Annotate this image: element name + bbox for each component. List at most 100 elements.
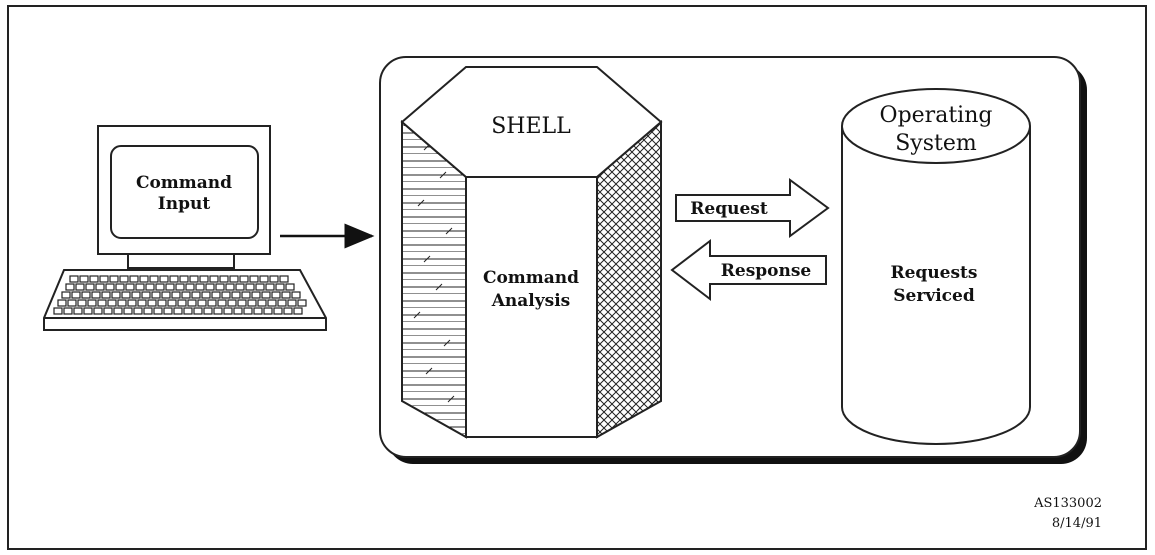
response-label: Response bbox=[721, 261, 812, 281]
keyboard-key bbox=[122, 292, 130, 298]
computer-terminal: Command Input bbox=[44, 126, 326, 330]
keyboard-key bbox=[64, 308, 72, 314]
shell-body-line1: Command bbox=[483, 268, 579, 288]
keyboard-key bbox=[254, 308, 262, 314]
keyboard-key bbox=[252, 292, 260, 298]
os-body-line1: Requests bbox=[890, 263, 977, 283]
keyboard-key bbox=[244, 308, 252, 314]
keyboard-key bbox=[118, 300, 126, 306]
shell-body-line2: Analysis bbox=[491, 291, 571, 311]
keyboard-key bbox=[190, 276, 198, 282]
keyboard-key bbox=[248, 300, 256, 306]
keyboard-key bbox=[226, 284, 234, 290]
figure-date: 8/14/91 bbox=[1052, 516, 1102, 531]
request-label: Request bbox=[690, 199, 768, 219]
keyboard-key bbox=[164, 308, 172, 314]
keyboard-key bbox=[94, 308, 102, 314]
keyboard-key bbox=[288, 300, 296, 306]
keyboard-key bbox=[138, 300, 146, 306]
keyboard-key bbox=[272, 292, 280, 298]
keyboard-key bbox=[208, 300, 216, 306]
keyboard-key bbox=[160, 276, 168, 282]
keyboard-key bbox=[242, 292, 250, 298]
keyboard-key bbox=[188, 300, 196, 306]
keyboard-key bbox=[232, 292, 240, 298]
keyboard-key bbox=[120, 276, 128, 282]
terminal-screen-line1: Command bbox=[136, 173, 232, 193]
keyboard-key bbox=[176, 284, 184, 290]
keyboard-key bbox=[212, 292, 220, 298]
keyboard-key bbox=[166, 284, 174, 290]
keyboard-key bbox=[74, 308, 82, 314]
keyboard-key bbox=[168, 300, 176, 306]
keyboard-key bbox=[104, 308, 112, 314]
os-title-line2: System bbox=[895, 131, 977, 156]
keyboard-key bbox=[286, 284, 294, 290]
os-title-line1: Operating bbox=[880, 103, 993, 128]
keyboard-key bbox=[98, 300, 106, 306]
keyboard-key bbox=[236, 284, 244, 290]
keyboard-key bbox=[108, 300, 116, 306]
keyboard-key bbox=[162, 292, 170, 298]
keyboard-key bbox=[66, 284, 74, 290]
keyboard-key bbox=[72, 292, 80, 298]
keyboard-key bbox=[128, 300, 136, 306]
keyboard-key bbox=[192, 292, 200, 298]
os-body-line2: Serviced bbox=[893, 286, 975, 306]
keyboard-key bbox=[214, 308, 222, 314]
keyboard-key bbox=[220, 276, 228, 282]
keyboard-key bbox=[96, 284, 104, 290]
keyboard-key bbox=[266, 284, 274, 290]
keyboard-key bbox=[148, 300, 156, 306]
keyboard bbox=[44, 270, 326, 330]
keyboard-key bbox=[258, 300, 266, 306]
keyboard-key bbox=[294, 308, 302, 314]
keyboard-key bbox=[90, 276, 98, 282]
keyboard-key bbox=[184, 308, 192, 314]
keyboard-key bbox=[88, 300, 96, 306]
keyboard-key bbox=[76, 284, 84, 290]
keyboard-key bbox=[298, 300, 306, 306]
keyboard-key bbox=[78, 300, 86, 306]
keyboard-key bbox=[200, 276, 208, 282]
keyboard-key bbox=[206, 284, 214, 290]
keyboard-key bbox=[152, 292, 160, 298]
keyboard-key bbox=[114, 308, 122, 314]
keyboard-key bbox=[136, 284, 144, 290]
keyboard-key bbox=[262, 292, 270, 298]
keyboard-key bbox=[134, 308, 142, 314]
keyboard-key bbox=[106, 284, 114, 290]
keyboard-key bbox=[216, 284, 224, 290]
keyboard-key bbox=[70, 276, 78, 282]
keyboard-key bbox=[218, 300, 226, 306]
keyboard-key bbox=[228, 300, 236, 306]
keyboard-key bbox=[58, 300, 66, 306]
keyboard-key bbox=[112, 292, 120, 298]
keyboard-key bbox=[132, 292, 140, 298]
keyboard-key bbox=[92, 292, 100, 298]
keyboard-key bbox=[86, 284, 94, 290]
keyboard-key bbox=[82, 292, 90, 298]
keyboard-key bbox=[154, 308, 162, 314]
keyboard-key bbox=[102, 292, 110, 298]
terminal-screen-line2: Input bbox=[158, 194, 211, 214]
keyboard-key bbox=[194, 308, 202, 314]
keyboard-key bbox=[196, 284, 204, 290]
keyboard-key bbox=[240, 276, 248, 282]
keyboard-key bbox=[202, 292, 210, 298]
keyboard-key bbox=[84, 308, 92, 314]
keyboard-key bbox=[256, 284, 264, 290]
shell-prism: SHELL Command Analysis bbox=[402, 67, 661, 437]
keyboard-key bbox=[292, 292, 300, 298]
keyboard-key bbox=[270, 276, 278, 282]
keyboard-key bbox=[100, 276, 108, 282]
keyboard-key bbox=[80, 276, 88, 282]
keyboard-key bbox=[276, 284, 284, 290]
keyboard-key bbox=[246, 284, 254, 290]
keyboard-key bbox=[140, 276, 148, 282]
keyboard-key bbox=[274, 308, 282, 314]
keyboard-key bbox=[198, 300, 206, 306]
keyboard-key bbox=[182, 292, 190, 298]
keyboard-key bbox=[144, 308, 152, 314]
